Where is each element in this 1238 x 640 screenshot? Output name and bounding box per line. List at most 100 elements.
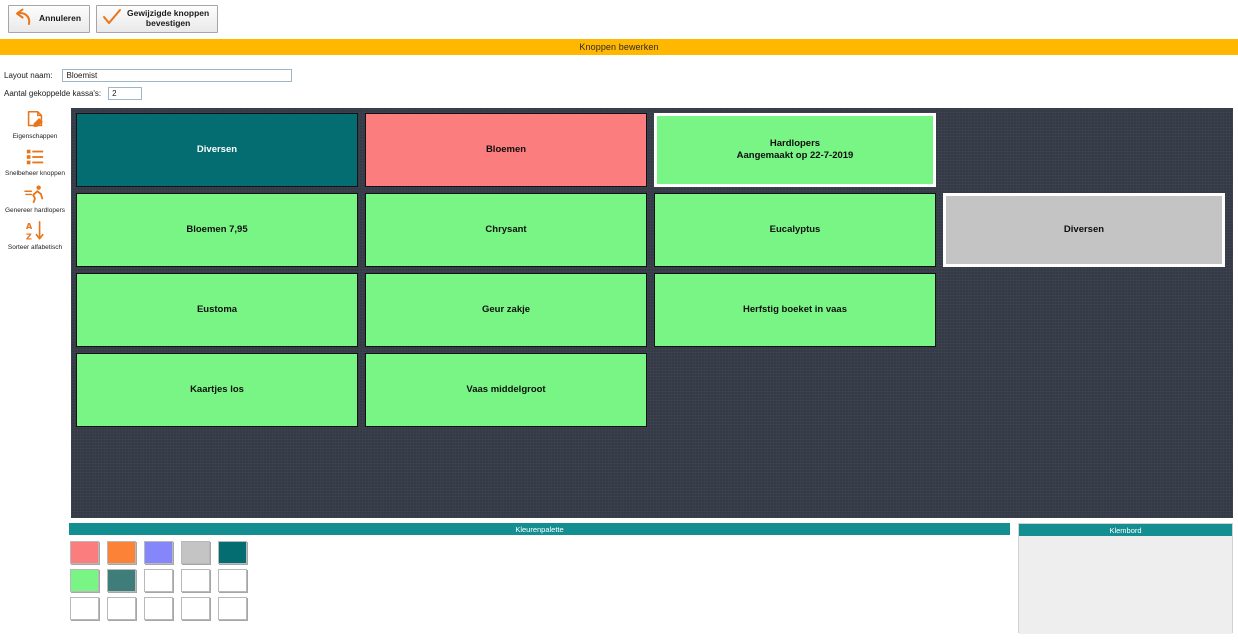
color-palette-title: Kleurenpalette bbox=[515, 524, 564, 534]
button-grid-cell: Diversen bbox=[940, 190, 1229, 270]
sort-az-icon: A Z bbox=[23, 219, 47, 243]
color-swatch-row bbox=[70, 597, 1010, 620]
color-palette-panel: Kleurenpalette bbox=[69, 523, 1010, 640]
grid-button-empty[interactable] bbox=[943, 113, 1225, 187]
color-swatch[interactable] bbox=[181, 541, 210, 564]
color-swatch[interactable] bbox=[70, 541, 99, 564]
color-swatch[interactable] bbox=[144, 569, 173, 592]
grid-button[interactable]: Chrysant bbox=[365, 193, 647, 267]
layout-form: Layout naam: Aantal gekoppelde kassa's: bbox=[0, 56, 1238, 104]
sidebar-item-sorteer-label: Sorteer alfabetisch bbox=[7, 244, 63, 252]
sidebar-item-eigenschappen[interactable]: Eigenschappen bbox=[0, 108, 70, 140]
grid-button-empty[interactable] bbox=[654, 433, 936, 507]
button-grid-cell bbox=[940, 350, 1229, 430]
tools-sidebar: Eigenschappen Snelbeheer knoppen bbox=[0, 108, 70, 518]
linked-registers-row: Aantal gekoppelde kassa's: bbox=[4, 87, 143, 100]
grid-button[interactable]: Vaas middelgroot bbox=[365, 353, 647, 427]
button-grid-cell: Vaas middelgroot bbox=[362, 350, 651, 430]
color-swatch[interactable] bbox=[218, 597, 247, 620]
button-grid-cell bbox=[73, 430, 362, 510]
color-swatch-row bbox=[70, 569, 1010, 592]
linked-registers-label: Aantal gekoppelde kassa's: bbox=[4, 89, 102, 98]
grid-button[interactable]: Bloemen 7,95 bbox=[76, 193, 358, 267]
clipboard-drop-area[interactable] bbox=[1019, 536, 1232, 634]
grid-button-empty[interactable] bbox=[76, 433, 358, 507]
page-edit-icon bbox=[24, 108, 46, 132]
color-swatch[interactable] bbox=[144, 597, 173, 620]
color-swatch-row bbox=[70, 541, 1010, 564]
grid-button[interactable]: Geur zakje bbox=[365, 273, 647, 347]
confirm-changed-buttons-button[interactable]: Gewijzigde knoppen bevestigen bbox=[96, 5, 219, 33]
grid-button[interactable]: Eustoma bbox=[76, 273, 358, 347]
page-title-bar: Knoppen bewerken bbox=[0, 39, 1238, 55]
button-grid-cell: Kaartjes los bbox=[73, 350, 362, 430]
sidebar-item-sorteer-alfabetisch[interactable]: A Z Sorteer alfabetisch bbox=[0, 219, 70, 251]
button-grid-cell bbox=[651, 430, 940, 510]
clipboard-header: Klembord bbox=[1019, 524, 1232, 536]
grid-button[interactable]: Diversen bbox=[76, 113, 358, 187]
grid-button[interactable]: Diversen bbox=[943, 193, 1225, 267]
grid-button[interactable]: Kaartjes los bbox=[76, 353, 358, 427]
button-grid-cell: Eucalyptus bbox=[651, 190, 940, 270]
button-grid-cell bbox=[940, 430, 1229, 510]
color-palette-header: Kleurenpalette bbox=[69, 523, 1010, 535]
layout-name-label: Layout naam: bbox=[4, 71, 53, 80]
checkmark-icon bbox=[101, 7, 123, 32]
grid-button-empty[interactable] bbox=[365, 433, 647, 507]
top-toolbar: Annuleren Gewijzigde knoppen bevestigen bbox=[0, 0, 1238, 38]
button-grid-cell: Bloemen bbox=[362, 110, 651, 190]
button-grid-cell bbox=[651, 350, 940, 430]
color-swatch[interactable] bbox=[218, 541, 247, 564]
sidebar-item-genereer-hardlopers[interactable]: Genereer hardlopers bbox=[0, 182, 70, 214]
clipboard-title: Klembord bbox=[1109, 525, 1142, 535]
color-swatch[interactable] bbox=[107, 597, 136, 620]
button-grid-cell: Geur zakje bbox=[362, 270, 651, 350]
color-swatch[interactable] bbox=[107, 569, 136, 592]
color-swatch[interactable] bbox=[181, 569, 210, 592]
button-grid-cell: Chrysant bbox=[362, 190, 651, 270]
grid-button[interactable]: Hardlopers Aangemaakt op 22-7-2019 bbox=[654, 113, 936, 187]
running-man-icon bbox=[23, 182, 47, 206]
color-swatch[interactable] bbox=[144, 541, 173, 564]
layout-name-input[interactable] bbox=[62, 69, 293, 82]
color-swatch[interactable] bbox=[70, 597, 99, 620]
color-swatch[interactable] bbox=[218, 569, 247, 592]
grid-button-empty[interactable] bbox=[943, 353, 1225, 427]
list-bullets-icon bbox=[24, 145, 46, 169]
svg-text:A: A bbox=[26, 222, 33, 232]
button-grid-cell: Hardlopers Aangemaakt op 22-7-2019 bbox=[651, 110, 940, 190]
button-grid-cell bbox=[940, 110, 1229, 190]
undo-arrow-icon bbox=[13, 7, 35, 32]
button-grid-cell: Herfstig boeket in vaas bbox=[651, 270, 940, 350]
cancel-button[interactable]: Annuleren bbox=[8, 5, 91, 33]
grid-button-empty[interactable] bbox=[943, 433, 1225, 507]
cancel-button-label: Annuleren bbox=[39, 13, 82, 24]
grid-button[interactable]: Bloemen bbox=[365, 113, 647, 187]
button-grid-cell bbox=[940, 270, 1229, 350]
color-swatch-grid bbox=[69, 535, 1010, 620]
page-title: Knoppen bewerken bbox=[579, 42, 659, 52]
color-swatch[interactable] bbox=[107, 541, 136, 564]
grid-button-empty[interactable] bbox=[654, 353, 936, 427]
linked-registers-input[interactable] bbox=[108, 87, 143, 100]
button-grid-cell bbox=[362, 430, 651, 510]
button-grid-row bbox=[73, 430, 1231, 510]
sidebar-item-snelbeheer-knoppen[interactable]: Snelbeheer knoppen bbox=[0, 145, 70, 177]
sidebar-item-snelbeheer-label: Snelbeheer knoppen bbox=[5, 170, 65, 178]
color-swatch[interactable] bbox=[181, 597, 210, 620]
grid-button[interactable]: Herfstig boeket in vaas bbox=[654, 273, 936, 347]
button-grid-cell: Eustoma bbox=[73, 270, 362, 350]
sidebar-item-eigenschappen-label: Eigenschappen bbox=[12, 133, 58, 140]
grid-button[interactable]: Eucalyptus bbox=[654, 193, 936, 267]
button-grid-cell: Diversen bbox=[73, 110, 362, 190]
color-swatch[interactable] bbox=[70, 569, 99, 592]
button-grid-cell: Bloemen 7,95 bbox=[73, 190, 362, 270]
grid-button-empty[interactable] bbox=[943, 273, 1225, 347]
clipboard-panel: Klembord bbox=[1018, 523, 1233, 634]
layout-name-row: Layout naam: bbox=[4, 69, 293, 82]
